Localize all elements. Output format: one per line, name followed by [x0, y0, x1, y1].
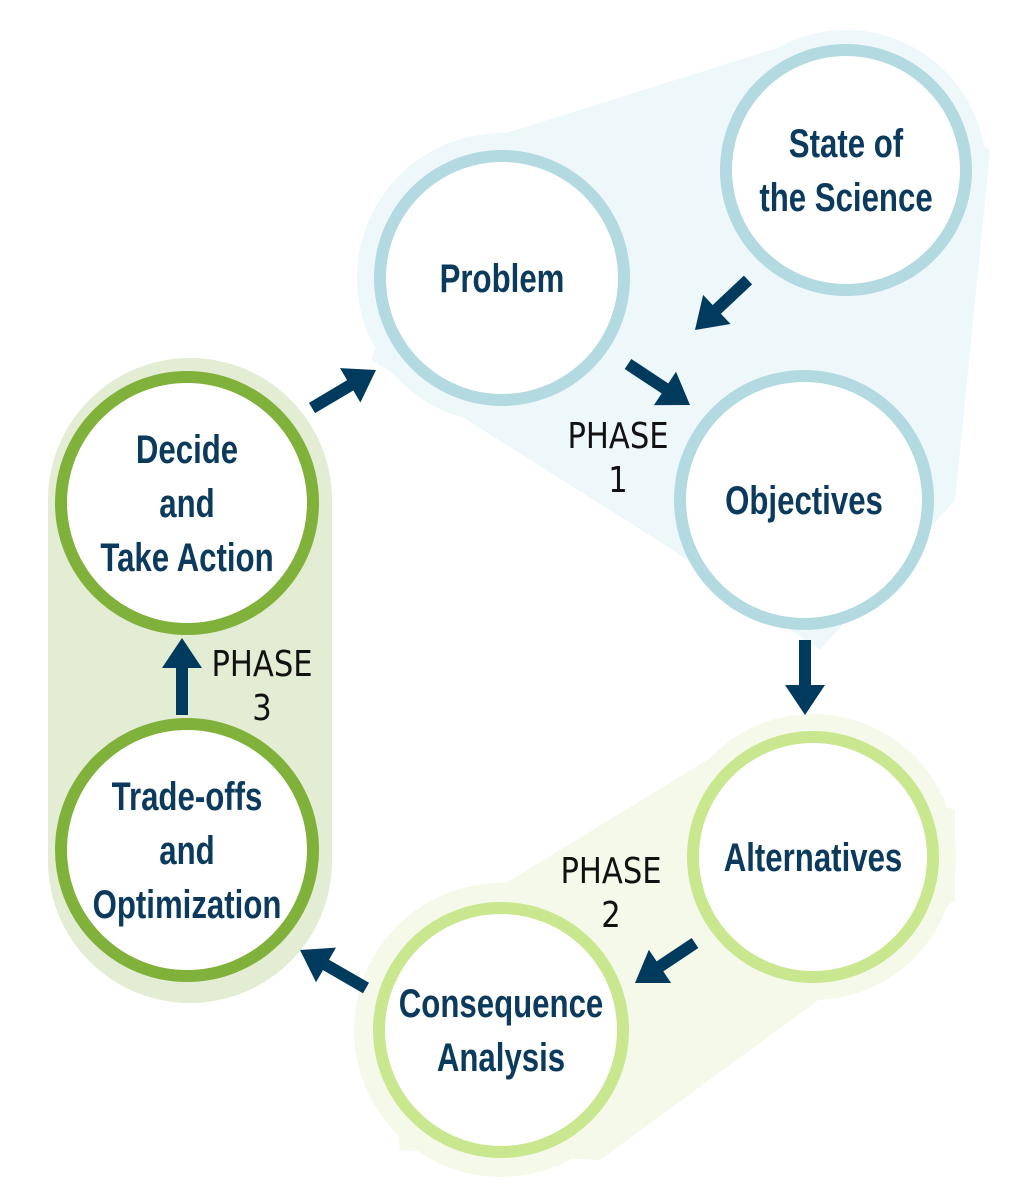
node-label: and: [159, 481, 214, 526]
node-circle: [55, 718, 319, 982]
phase-text: PHASE: [560, 850, 661, 892]
node-circle: [55, 371, 319, 635]
node-circle: [720, 44, 972, 296]
node-label: Problem: [440, 256, 565, 301]
node-circle: [687, 731, 939, 983]
phase-text: 1: [608, 459, 627, 501]
node-circle: [373, 902, 629, 1158]
arrow-icon: [624, 358, 690, 406]
arrow-icon: [785, 640, 825, 715]
node-label: Consequence: [399, 981, 604, 1026]
node-label: Alternatives: [724, 835, 903, 880]
node-label: Analysis: [437, 1035, 565, 1080]
node-circle: [374, 150, 630, 406]
node-label: Take Action: [100, 535, 273, 580]
node-objectives: Objectives: [674, 370, 934, 630]
node-problem: Problem: [374, 150, 630, 406]
node-label: Decide: [136, 427, 238, 472]
node-label: the Science: [759, 175, 932, 220]
arrow-icon: [635, 938, 699, 983]
node-state-of-science: State of the Science: [720, 44, 972, 296]
phase-text: 2: [601, 894, 620, 936]
arrow-icon: [695, 275, 753, 330]
phase-text: PHASE: [211, 643, 312, 685]
arrow-icon: [308, 368, 376, 414]
node-circle: [674, 370, 934, 630]
phase-text: 3: [252, 687, 271, 729]
arrow-icon: [162, 638, 202, 715]
node-label: Trade-offs: [112, 774, 263, 819]
phase-text: PHASE: [567, 415, 668, 457]
node-label: State of: [789, 121, 904, 166]
node-label: and: [159, 828, 214, 873]
node-alternatives: Alternatives: [687, 731, 939, 983]
node-label: Optimization: [93, 882, 282, 927]
arrow-icon: [300, 947, 369, 994]
node-label: Objectives: [725, 478, 883, 523]
